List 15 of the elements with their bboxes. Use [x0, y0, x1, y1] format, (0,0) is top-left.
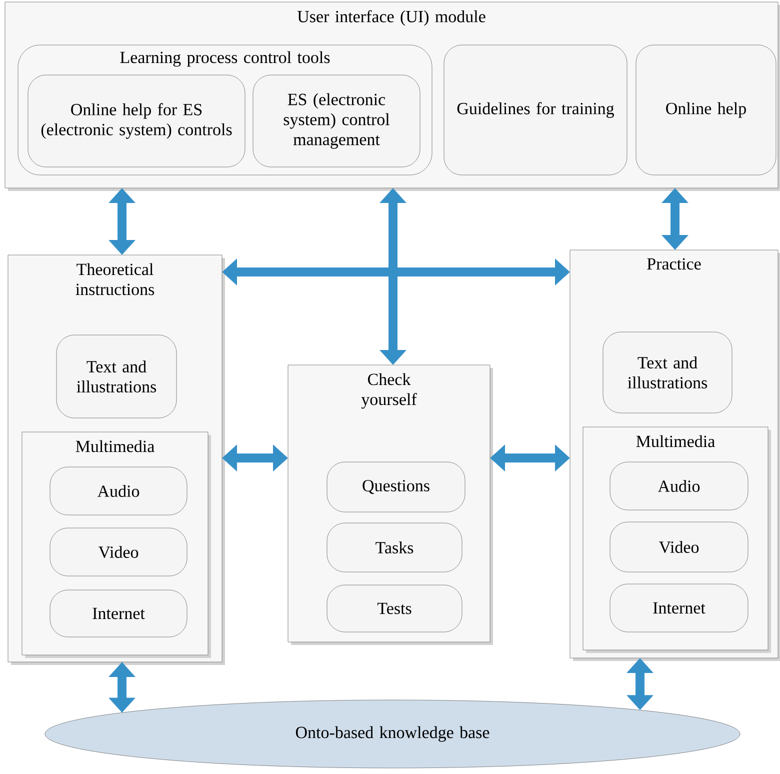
rounded-box: Online help for ES (electronic system) controls: [28, 74, 246, 168]
rounded-box: Audio: [610, 462, 748, 510]
rounded-box: Internet: [50, 590, 188, 638]
rounded-box: Tests: [326, 584, 462, 632]
rounded-box: Internet: [610, 584, 748, 632]
rounded-box: Audio: [50, 466, 188, 516]
rounded-box: Video: [610, 522, 748, 572]
rounded-box: Tasks: [326, 522, 462, 572]
rounded-box: Online help: [636, 44, 776, 176]
rounded-box: Text and illustrations: [56, 334, 177, 418]
rounded-box: Video: [50, 528, 188, 576]
rounded-box: Questions: [326, 462, 466, 512]
rounded-box: Text and illustrations: [602, 332, 732, 414]
rounded-box: ES (electronic system) control management: [252, 74, 420, 168]
rounded-box: Guidelines for training: [444, 44, 628, 176]
